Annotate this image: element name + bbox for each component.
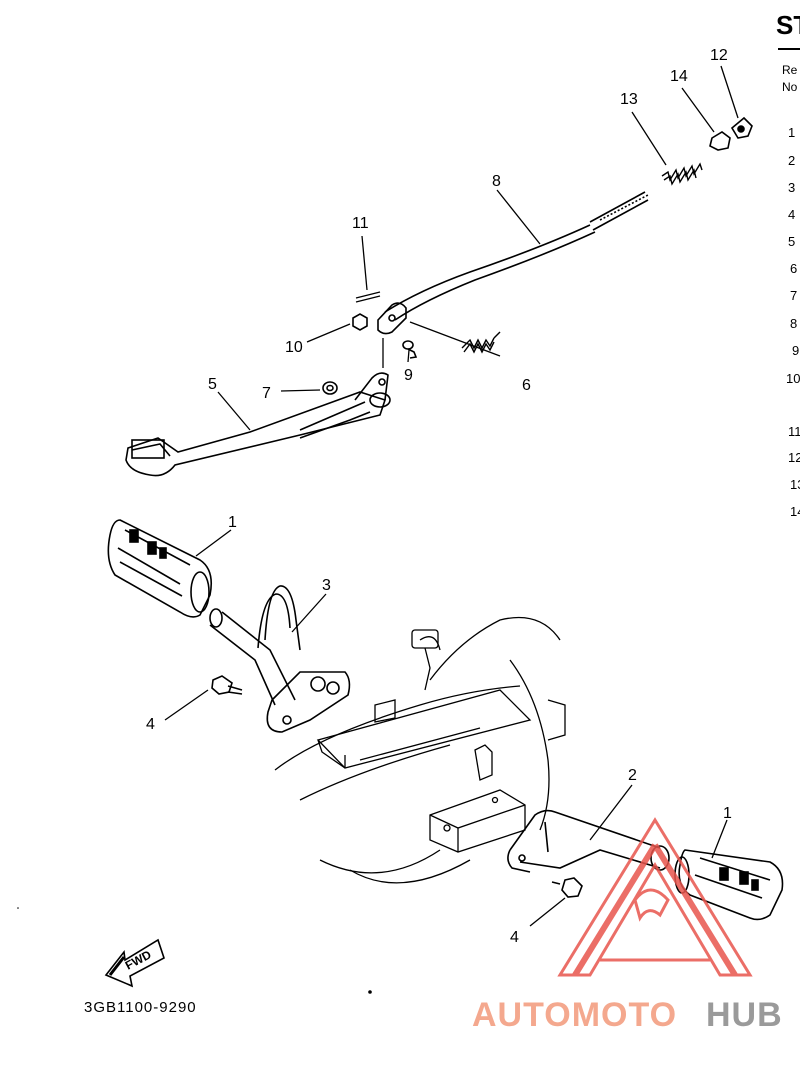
logo-triangle-outer [557,817,753,977]
callout-label: 9 [404,367,413,384]
logo-inner-mark [633,888,670,922]
row-number: 9 [792,343,799,358]
footrest-bracket-left [209,585,351,733]
pin [402,340,418,359]
callout-label: 4 [146,716,155,733]
callout-label: 6 [522,377,531,394]
rod-spring [661,162,703,186]
callout-label: 4 [510,929,519,946]
brake-pedal [125,372,391,477]
callout-label: 13 [620,91,638,108]
parts-table-header: ST Re No [776,10,800,94]
callout-label: 8 [492,173,501,190]
footrest-left [107,519,213,618]
callout-label: 1 [723,805,732,822]
wing-nut [730,116,753,139]
watermark-logo [557,817,753,977]
row-number: 2 [788,153,795,168]
row-number: 6 [790,261,797,276]
diagram-code: 3GB1100-9290 [84,999,197,1016]
bolt-right [551,877,583,898]
adjusting-nut [709,131,731,151]
row-number: 14 [790,504,800,519]
watermark-part1: AUTOMOTO [472,996,677,1034]
row-number: 3 [788,180,795,195]
row-number: 4 [788,207,795,222]
table-title: ST [776,10,800,40]
callout-label: 3 [322,577,331,594]
row-number: 1 [788,125,795,140]
frame-outline [274,616,566,884]
callout-label: 11 [352,215,369,232]
callout-label: 5 [208,376,217,393]
row-number: 5 [788,234,795,249]
forward-direction-arrow: FWD [104,938,165,988]
cotter-pin [355,291,381,303]
row-number: 13 [790,477,800,492]
nut [352,313,368,331]
row-number: 8 [790,316,797,331]
bolt-left [211,675,243,695]
logo-triangle-stroke [572,843,658,977]
callout-labels: 1 1 2 3 4 4 5 6 7 8 9 10 11 12 13 14 [146,47,732,946]
row-number: 11 [788,424,800,439]
callout-label: 14 [670,68,688,85]
washer [322,381,338,395]
callout-label: 7 [262,385,271,402]
leader-lines [164,65,739,927]
watermark-text: AUTOMOTO HUB [472,996,783,1034]
parts-table-row-numbers: 1 2 3 4 5 6 7 8 9 10 11 12 13 14 [786,125,800,519]
stray-dot [17,907,19,909]
brake-rod [377,191,649,335]
row-number: 12 [788,450,800,465]
stray-dot [368,990,372,994]
logo-triangle-stroke [652,843,738,977]
callout-label: 12 [710,47,728,64]
callout-label: 1 [228,514,237,531]
row-number: 10 [786,371,800,386]
ref-no-label-line2: No [782,80,798,94]
watermark-part2: HUB [706,996,783,1034]
callout-label: 10 [285,339,303,356]
row-number: 7 [790,288,797,303]
callout-label: 2 [628,767,637,784]
ref-no-label-line1: Re [782,63,798,77]
